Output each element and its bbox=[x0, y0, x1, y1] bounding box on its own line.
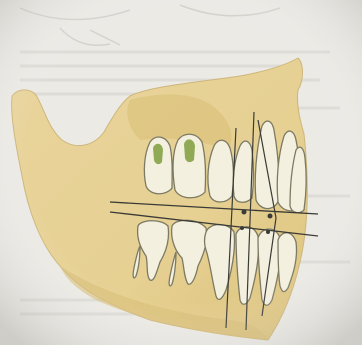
photo-vignette bbox=[0, 0, 362, 345]
textbook-photo bbox=[0, 0, 362, 345]
jaw-illustration bbox=[0, 0, 362, 345]
